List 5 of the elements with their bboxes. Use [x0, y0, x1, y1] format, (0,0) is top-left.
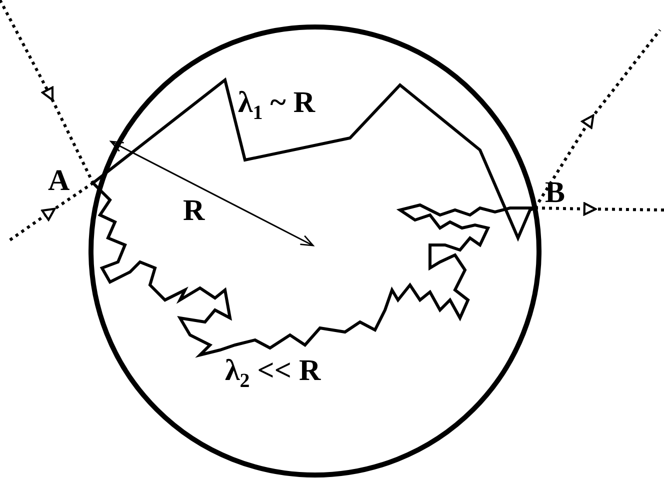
- radius-label: R: [183, 196, 205, 226]
- wavelength-label: λ$_{1}$ ~ R: [238, 88, 316, 123]
- wavelength-label: λ$_{2}$ << R: [225, 356, 321, 391]
- point-label: A: [48, 166, 70, 196]
- point-label: B: [545, 178, 566, 208]
